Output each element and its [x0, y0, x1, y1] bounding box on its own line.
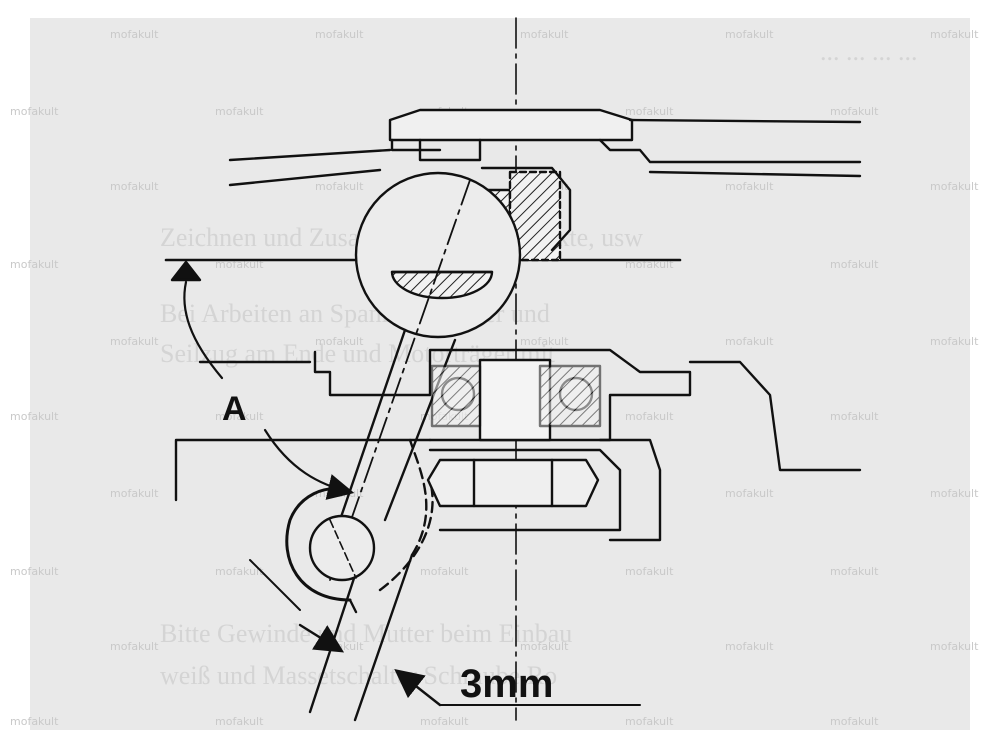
mechanism-drawing	[164, 17, 862, 722]
arrow-A-upper	[183, 280, 224, 380]
watermark-3: mofakult	[725, 28, 774, 41]
watermark-23: mofakult	[725, 335, 774, 348]
watermark-11: mofakult	[315, 180, 364, 193]
dimension-arrow-right	[394, 669, 442, 707]
bearing-housing	[313, 348, 692, 442]
watermark-36: mofakult	[215, 565, 264, 578]
watermark-26: mofakult	[215, 410, 264, 423]
watermark-34: mofakult	[930, 487, 979, 500]
watermark-33: mofakult	[725, 487, 774, 500]
watermark-28: mofakult	[625, 410, 674, 423]
arrow-A-lower	[263, 428, 355, 500]
watermark-43: mofakult	[725, 640, 774, 653]
watermark-4: mofakult	[930, 28, 979, 41]
watermark-48: mofakult	[625, 715, 674, 728]
watermark-29: mofakult	[830, 410, 879, 423]
watermark-14: mofakult	[930, 180, 979, 193]
watermark-1: mofakult	[315, 28, 364, 41]
cam-circle	[354, 171, 522, 339]
watermark-46: mofakult	[215, 715, 264, 728]
watermark-19: mofakult	[830, 258, 879, 271]
watermark-35: mofakult	[10, 565, 59, 578]
watermark-25: mofakult	[10, 410, 59, 423]
dimension-label: 3mm	[460, 662, 553, 706]
watermark-47: mofakult	[420, 715, 469, 728]
reference-arrow-icon	[170, 260, 202, 282]
bearing-inner	[478, 358, 552, 442]
watermark-37: mofakult	[420, 565, 469, 578]
watermark-9: mofakult	[830, 105, 879, 118]
watermark-40: mofakult	[110, 640, 159, 653]
hex-nut	[426, 458, 600, 508]
watermark-20: mofakult	[110, 335, 159, 348]
watermark-38: mofakult	[625, 565, 674, 578]
bg-line-5: Bitte Gewinde und Mutter beim Einbau	[160, 619, 572, 648]
watermark-13: mofakult	[725, 180, 774, 193]
watermark-24: mofakult	[930, 335, 979, 348]
lever-axis-line	[329, 179, 471, 581]
watermark-10: mofakult	[110, 180, 159, 193]
watermark-6: mofakult	[215, 105, 264, 118]
label-a: A	[222, 390, 247, 428]
top-cap	[388, 108, 634, 142]
bg-line-1: ... ... ... ...	[820, 37, 918, 66]
watermark-49: mofakult	[830, 715, 879, 728]
watermark-44: mofakult	[930, 640, 979, 653]
bg-line-6: weiß und Massetschalter Schraube Ro	[160, 661, 557, 690]
watermark-2: mofakult	[520, 28, 569, 41]
watermark-42: mofakult	[520, 640, 569, 653]
watermark-8: mofakult	[625, 105, 674, 118]
watermark-22: mofakult	[520, 335, 569, 348]
half-disk-hatched	[390, 270, 494, 300]
watermark-15: mofakult	[10, 258, 59, 271]
dimension-arrow-left	[298, 623, 345, 653]
watermark-30: mofakult	[110, 487, 159, 500]
watermark-39: mofakult	[830, 565, 879, 578]
c-clip	[285, 487, 352, 602]
watermark-0: mofakult	[110, 28, 159, 41]
watermark-21: mofakult	[315, 335, 364, 348]
watermark-5: mofakult	[10, 105, 59, 118]
watermark-45: mofakult	[10, 715, 59, 728]
